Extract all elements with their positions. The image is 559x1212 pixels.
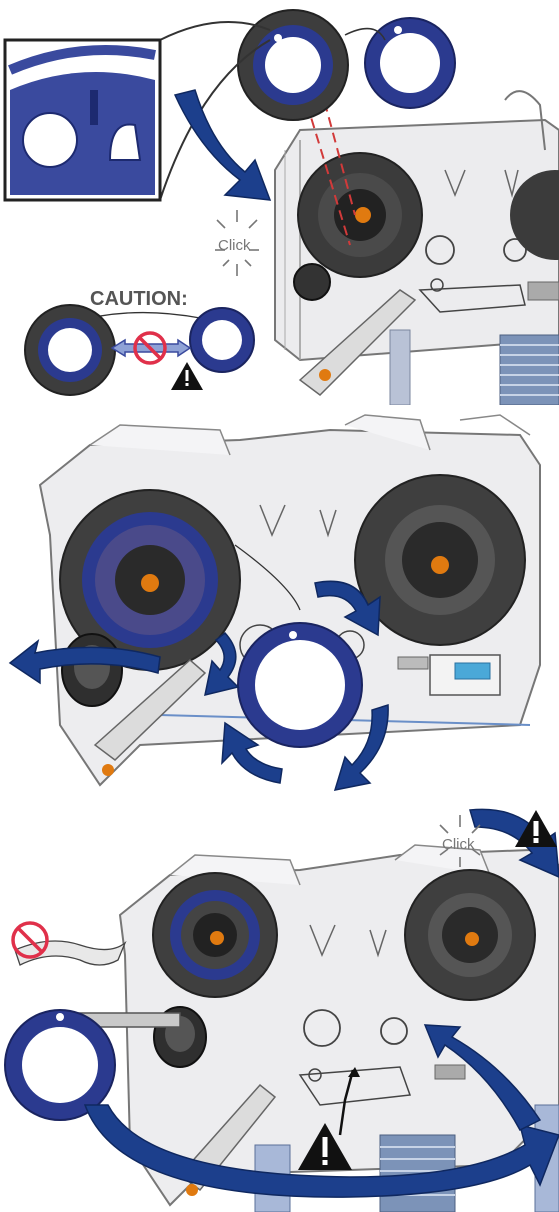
- spindle-knob-icon: [210, 931, 224, 945]
- step-3-wind-ribbon: Click: [0, 805, 559, 1212]
- detail-zoom-inset: [3, 21, 271, 202]
- no-twisted-ribbon: [11, 921, 127, 966]
- warning-triangle-icon: [515, 810, 557, 847]
- step-1-illustration: Click CAUTION:: [3, 9, 559, 405]
- warning-triangle-icon: [171, 362, 203, 390]
- spindle-knob-icon: [355, 207, 371, 223]
- take-up-core: [4, 1009, 116, 1121]
- warning-triangle-icon: [298, 1067, 360, 1170]
- installed-supply-roll: [297, 152, 559, 278]
- supply-roll: [152, 872, 278, 998]
- new-supply-roll: [237, 9, 349, 121]
- spindle-knob-icon: [465, 932, 479, 946]
- ribbon-feed-arrow-icon: [423, 1024, 542, 1131]
- spindle-knob-icon: [431, 556, 449, 574]
- click-label: Click: [442, 836, 475, 853]
- supply-roll: [59, 489, 241, 671]
- caution-label: CAUTION:: [90, 288, 188, 310]
- insert-direction-arrow-icon: [173, 89, 272, 201]
- prohibited-icon: [11, 921, 49, 959]
- prohibited-icon: [133, 331, 167, 365]
- take-up-roll: [404, 869, 536, 1001]
- take-up-roll: [354, 474, 526, 646]
- rotation-arrow-icon: [469, 808, 559, 878]
- step-1-install-supply-roll: Click CAUTION:: [0, 0, 559, 405]
- step-2-thread-ribbon: [0, 405, 559, 805]
- click-burst-icon: [439, 815, 481, 867]
- tension-lever: [293, 263, 417, 396]
- spindle-knob-icon: [141, 574, 159, 592]
- wind-direction-arrow-icon: [83, 1104, 559, 1198]
- tension-lever: [93, 659, 207, 776]
- ribbon-path: [234, 544, 301, 611]
- take-up-core: [344, 17, 456, 109]
- click-label: Click: [218, 237, 251, 254]
- step-3-illustration: Click: [4, 808, 559, 1212]
- small-knob-icon: [293, 263, 331, 301]
- caution-illustration: [24, 304, 255, 396]
- take-up-core: [237, 622, 363, 748]
- rotation-arrow-icon: [8, 580, 389, 791]
- step-2-illustration: [8, 414, 541, 791]
- lever-knob: [61, 633, 123, 707]
- click-burst-icon: [215, 210, 259, 276]
